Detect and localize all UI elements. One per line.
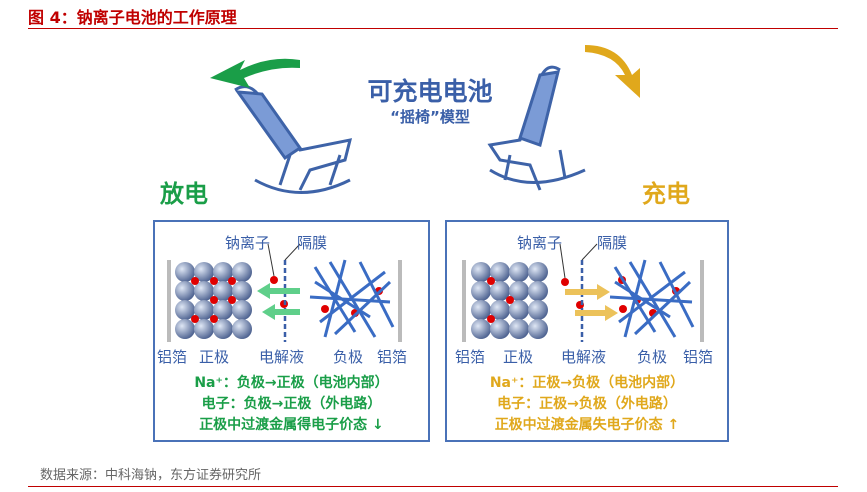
green-ion-arrows	[257, 283, 300, 320]
source-note: 数据来源：中科海钠，东方证券研究所	[40, 468, 262, 483]
cathode-label: 正极	[503, 348, 534, 366]
discharge-note: 正极中过渡金属得电子价态 ↓	[199, 417, 384, 433]
al-foil-right	[700, 260, 704, 342]
cathode-spheres	[175, 262, 252, 339]
gold-ion-arrows	[565, 284, 618, 321]
divider	[28, 486, 838, 487]
anode-carbon	[309, 259, 395, 338]
al-foil-label: 铝箔	[377, 348, 408, 366]
cathode-label: 正极	[199, 348, 230, 366]
electrolyte-label: 电解液	[561, 348, 607, 366]
charge-panel: 钠离子 隔膜 铝箔 正极 电解液 负极 铝箔 Na⁺：正极→负极（电池内部） 电…	[445, 220, 729, 442]
al-foil-left	[462, 260, 466, 342]
sodium-ion-label: 钠离子	[517, 234, 563, 252]
anode-label: 负极	[637, 348, 668, 366]
anode-label: 负极	[333, 348, 364, 366]
charge-note: 正极中过渡金属失电子价态 ↑	[494, 417, 680, 433]
al-foil-left	[167, 260, 171, 342]
subtitle: “摇椅”模型	[390, 108, 470, 126]
cathode-spheres	[471, 262, 548, 339]
separator-label: 隔膜	[297, 234, 328, 252]
sodium-ions	[191, 276, 383, 323]
charge-note: Na⁺：正极→负极（电池内部）	[489, 375, 685, 391]
discharge-panel: 钠离子 隔膜 铝箔 正极 电解液 负极 铝箔 Na⁺：负极→正极（电池内部） 电…	[153, 220, 430, 442]
al-foil-label: 铝箔	[455, 348, 486, 366]
discharge-cell-diagram	[167, 243, 402, 342]
rocking-chairs-illustration	[210, 45, 640, 194]
charge-cell-diagram	[462, 243, 704, 342]
divider	[28, 28, 838, 29]
discharge-note: Na⁺：负极→正极（电池内部）	[194, 375, 389, 391]
left-chair	[234, 85, 353, 194]
anode-carbon	[609, 259, 695, 338]
right-chair	[487, 65, 586, 191]
gold-arrow-icon	[585, 45, 640, 98]
charge-label: 充电	[642, 180, 690, 208]
separator-label: 隔膜	[597, 234, 628, 252]
figure-title: 图 4：钠离子电池的工作原理	[28, 8, 237, 27]
al-foil-right	[398, 260, 402, 342]
electrolyte-label: 电解液	[259, 348, 305, 366]
sodium-ion-label: 钠离子	[225, 234, 271, 252]
green-arrow-icon	[210, 58, 300, 88]
main-title: 可充电电池	[367, 77, 493, 106]
discharge-label: 放电	[160, 180, 208, 208]
discharge-note: 电子：负极→正极（外电路）	[201, 396, 382, 412]
al-foil-label: 铝箔	[683, 348, 714, 366]
charge-note: 电子：正极→负极（外电路）	[497, 396, 677, 412]
al-foil-label: 铝箔	[157, 348, 188, 366]
